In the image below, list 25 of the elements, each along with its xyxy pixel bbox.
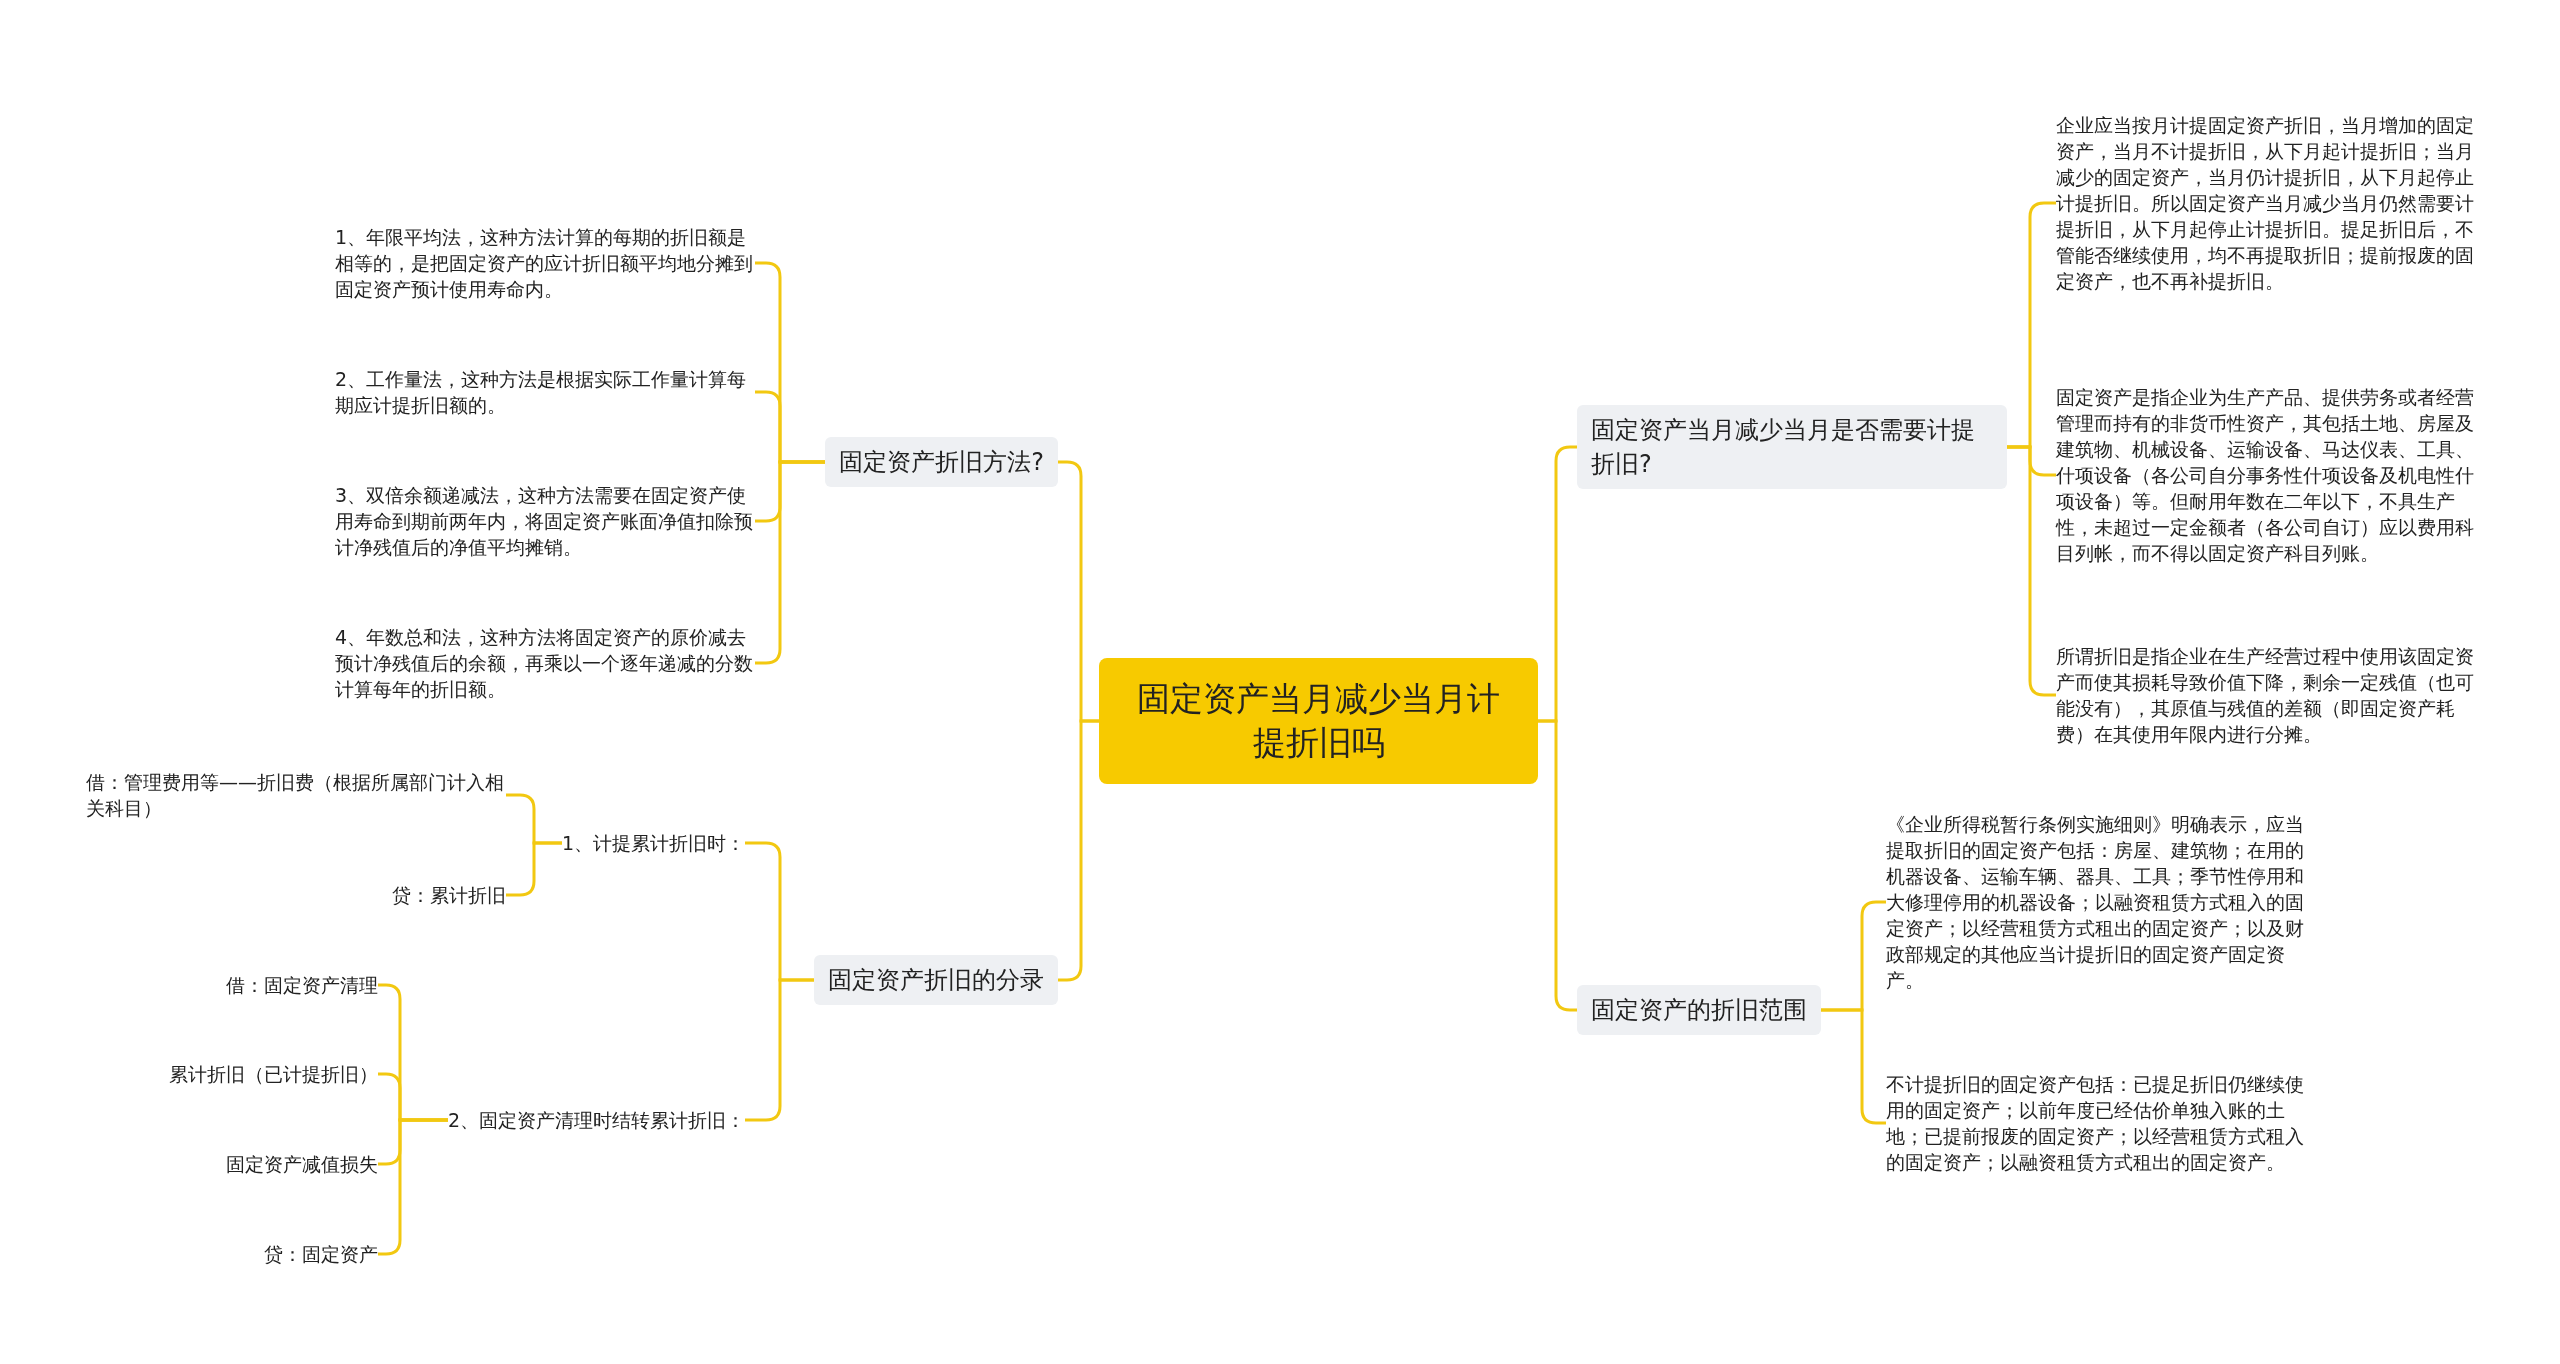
topic-box: 固定资产折旧的分录 — [814, 955, 1058, 1005]
topic-text: 借：固定资产清理 — [226, 972, 378, 998]
topic-box: 固定资产当月减少当月是否需要计提折旧? — [1577, 405, 2007, 489]
connector-line — [745, 978, 814, 1122]
topic-text: 1、计提累计折旧时： — [561, 830, 745, 856]
topic-text: 不计提折旧的固定资产包括：已提足折旧仍继续使用的固定资产；以前年度已经估价单独入账的土地；已提前报废的固定资产；以经营租赁方式租入的固定资产；以融资租赁方式租出的固定资产。 — [1886, 1071, 2306, 1175]
topic-text: 《企业所得税暂行条例实施细则》明确表示，应当提取折旧的固定资产包括：房屋、建筑物；在用的机器设备、运输车辆、器具、工具；季节性停用和大修理停用的机器设备；以融资租赁方式租入的固定资产；以经营租赁方式租出的固定资产；以及财政部规定的其他应当计提折旧的固定资产固定资产。 — [1886, 811, 2306, 993]
topic-text: 所谓折旧是指企业在生产经营过程中使用该固定资产而使其损耗导致价值下降，剩余一定残值（也可能没有），其原值与残值的差额（即固定资产耗费）在其使用年限内进行分摊。 — [2056, 643, 2476, 747]
topic-text: 借：管理费用等——折旧费（根据所属部门计入相关科目） — [86, 769, 506, 821]
topic-text: 固定资产减值损失 — [226, 1151, 378, 1177]
topic-text: 累计折旧（已计提折旧） — [169, 1061, 378, 1087]
topic-box: 固定资产的折旧范围 — [1577, 985, 1821, 1035]
topic-text: 贷：固定资产 — [264, 1241, 378, 1267]
topic-text: 固定资产是指企业为生产产品、提供劳务或者经营管理而持有的非货币性资产，其包括土地、房屋及建筑物、机械设备、运输设备、马达仪表、工具、什项设备（各公司自分事务性什项设备及机电性什项设备）等。但耐用年数在二年以下，不具生产性，未超过一定金额者（各公司自订）应以费用科目列帐，而不得以固定资产科目列账。 — [2056, 384, 2476, 566]
connector-line — [1058, 719, 1099, 982]
topic-text: 3、双倍余额递减法，这种方法需要在固定资产使用寿命到期前两年内，将固定资产账面净值扣除预计净残值后的净值平均摊销。 — [335, 482, 755, 560]
topic-text: 1、年限平均法，这种方法计算的每期的折旧额是相等的，是把固定资产的应计折旧额平均地分摊到固定资产预计使用寿命内。 — [335, 224, 755, 302]
topic-text: 企业应当按月计提固定资产折旧，当月增加的固定资产，当月不计提折旧，从下月起计提折旧；当月减少的固定资产，当月仍计提折旧，从下月起停止计提折旧。所以固定资产当月减少当月仍然需要计提折旧，从下月起停止计提折旧。提足折旧后，不管能否继续使用，均不再提取折旧；提前报废的固定资产，也不再补提折旧。 — [2056, 112, 2476, 294]
topic-box: 固定资产折旧方法? — [825, 437, 1058, 487]
topic-text: 2、工作量法，这种方法是根据实际工作量计算每期应计提折旧额的。 — [335, 366, 755, 418]
topic-text: 贷：累计折旧 — [392, 882, 506, 908]
topic-text: 4、年数总和法，这种方法将固定资产的原价减去预计净残值后的余额，再乘以一个逐年递减的分数计算每年的折旧额。 — [335, 624, 755, 702]
central-topic-box: 固定资产当月减少当月计提折旧吗 — [1099, 658, 1538, 784]
topic-text: 2、固定资产清理时结转累计折旧： — [447, 1107, 745, 1133]
connector-line — [1538, 719, 1577, 1012]
